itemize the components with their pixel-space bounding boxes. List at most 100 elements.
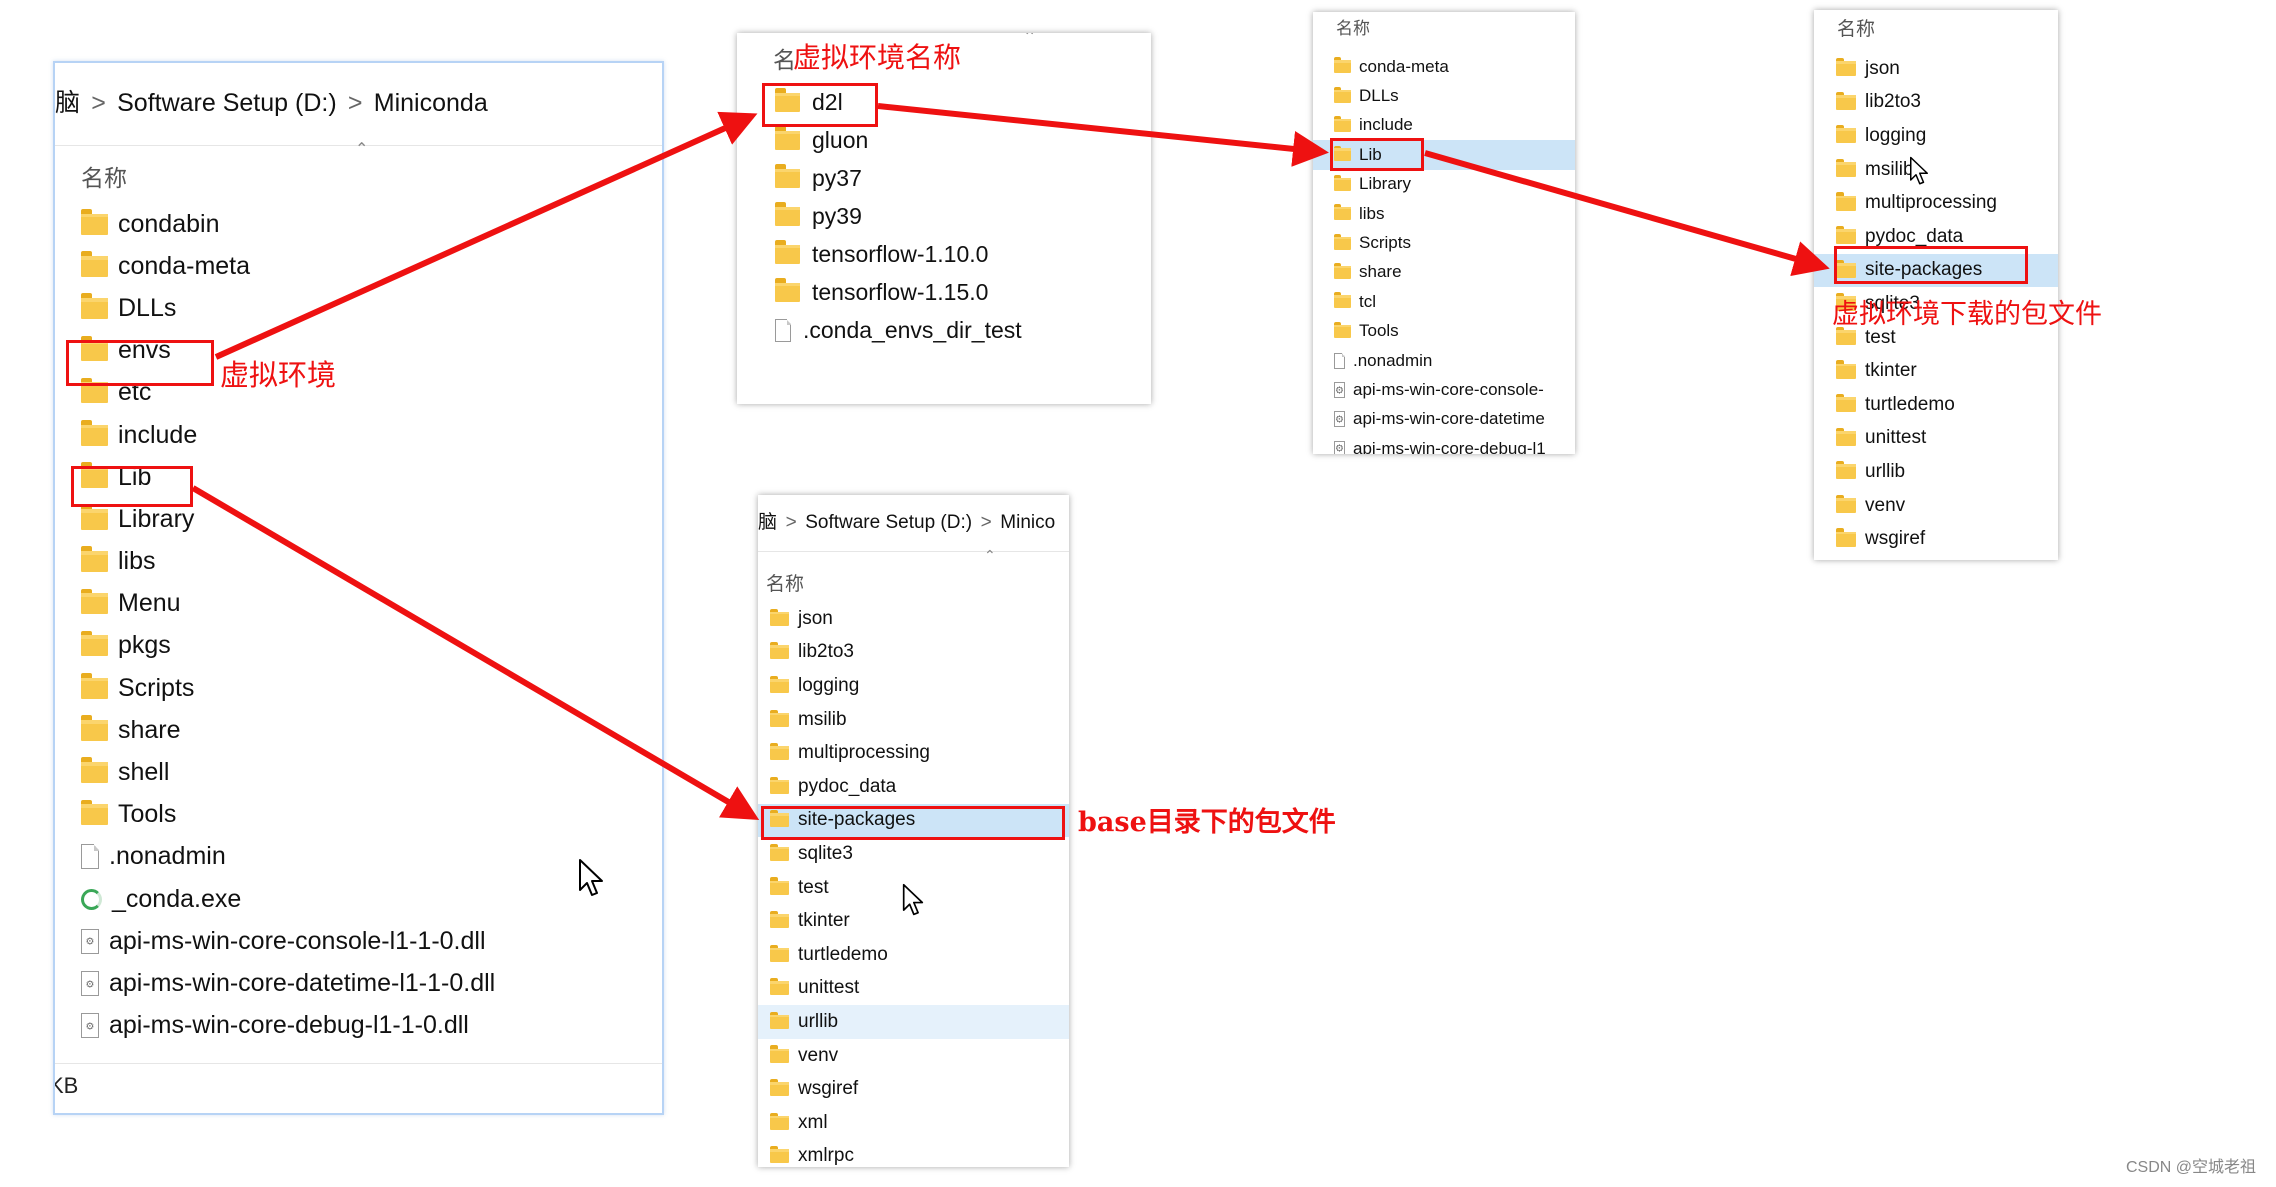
folder-icon (81, 251, 108, 277)
dll-icon (1334, 381, 1345, 398)
list-item-test[interactable]: test (1814, 321, 2058, 355)
list-item-tensorflow-1-10-0[interactable]: tensorflow-1.10.0 (737, 235, 1151, 273)
list-item-unittest[interactable]: unittest (758, 972, 1069, 1006)
list-item-pydoc-data[interactable]: pydoc_data (1814, 220, 2058, 254)
list-item-menu[interactable]: Menu (55, 583, 662, 625)
list-item-pydoc-data[interactable]: pydoc_data (758, 770, 1069, 804)
list-item-api-ms-win-core-datetime[interactable]: api-ms-win-core-datetime (1313, 405, 1575, 434)
list-item-xmlrpc[interactable]: xmlrpc (758, 1140, 1069, 1168)
list-item-conda-exe[interactable]: _conda.exe (55, 878, 662, 920)
list-item-tkinter[interactable]: tkinter (1814, 354, 2058, 388)
list-item-api-ms-win-core-console-l1-1-0-dll[interactable]: api-ms-win-core-console-l1-1-0.dll (55, 920, 662, 962)
list-item-conda-envs-dir-test[interactable]: .conda_envs_dir_test (737, 311, 1151, 349)
list-item-turtledemo[interactable]: turtledemo (1814, 388, 2058, 422)
list-item-shell[interactable]: shell (55, 751, 662, 793)
sort-caret-icon[interactable]: ⌃ (984, 547, 996, 563)
list-item-nonadmin[interactable]: .nonadmin (1313, 346, 1575, 375)
item-label: Scripts (118, 673, 195, 702)
list-item-venv[interactable]: venv (758, 1039, 1069, 1073)
list-item-api-ms-win-core-console[interactable]: api-ms-win-core-console- (1313, 375, 1575, 404)
list-item-lib2to3[interactable]: lib2to3 (758, 636, 1069, 670)
list-item-scripts[interactable]: Scripts (55, 667, 662, 709)
list-item-urllib[interactable]: urllib (758, 1005, 1069, 1039)
list-item-sqlite3[interactable]: sqlite3 (1814, 287, 2058, 321)
folder-icon (1334, 86, 1351, 103)
list-item-turtledemo[interactable]: turtledemo (758, 938, 1069, 972)
list-item-tkinter[interactable]: tkinter (758, 904, 1069, 938)
list-item-json[interactable]: json (1814, 52, 2058, 86)
list-item-library[interactable]: Library (55, 498, 662, 540)
list-item-py37[interactable]: py37 (737, 159, 1151, 197)
item-label: turtledemo (798, 943, 888, 965)
sort-caret-icon[interactable]: ⌃ (355, 141, 369, 158)
list-item-api-ms-win-core-debug-l1-1-0-dll[interactable]: api-ms-win-core-debug-l1-1-0.dll (55, 1005, 662, 1047)
list-item-wsgiref[interactable]: wsgiref (758, 1072, 1069, 1106)
list-item-tensorflow-1-15-0[interactable]: tensorflow-1.15.0 (737, 273, 1151, 311)
list-item-logging[interactable]: logging (1814, 119, 2058, 153)
folder-icon (770, 810, 789, 828)
list-item-tcl[interactable]: tcl (1313, 287, 1575, 316)
folder-icon (1836, 91, 1856, 110)
mouse-cursor-icon (579, 859, 603, 896)
breadcrumb-root[interactable]: 脑 (758, 512, 778, 533)
item-label: tkinter (1865, 360, 1917, 382)
list-item-wsgiref[interactable]: wsgiref (1814, 522, 2058, 556)
list-item-include[interactable]: include (55, 414, 662, 456)
list-item-api-ms-win-core-datetime-l1-1-0-dll[interactable]: api-ms-win-core-datetime-l1-1-0.dll (55, 962, 662, 1004)
list-item-venv[interactable]: venv (1814, 489, 2058, 523)
list-item-tools[interactable]: Tools (55, 794, 662, 836)
list-item-api-ms-win-core-debug-l1[interactable]: api-ms-win-core-debug-l1 (1313, 434, 1575, 454)
folder-icon (775, 164, 800, 188)
breadcrumb-folder[interactable]: Miniconda (373, 89, 488, 117)
list-item-libs[interactable]: libs (55, 541, 662, 583)
list-item-urllib[interactable]: urllib (1814, 455, 2058, 489)
list-item-library[interactable]: Library (1313, 170, 1575, 199)
list-item-d2l[interactable]: d2l (737, 83, 1151, 121)
column-header-name[interactable]: 名称 (766, 574, 805, 595)
list-item-conda-meta[interactable]: conda-meta (55, 245, 662, 287)
list-item-xml[interactable]: xml (758, 1106, 1069, 1140)
list-item-share[interactable]: share (55, 709, 662, 751)
column-header-name[interactable]: 名称 (1837, 19, 1876, 40)
list-item-dlls[interactable]: DLLs (55, 287, 662, 329)
list-item-tools[interactable]: Tools (1313, 317, 1575, 346)
item-label: test (798, 876, 829, 898)
list-item-logging[interactable]: logging (758, 669, 1069, 703)
list-item-nonadmin[interactable]: .nonadmin (55, 836, 662, 878)
list-item-libs[interactable]: libs (1313, 199, 1575, 228)
column-header-name[interactable]: 名称 (81, 165, 127, 191)
list-item-condabin[interactable]: condabin (55, 203, 662, 245)
list-item-lib[interactable]: Lib (1313, 140, 1575, 170)
list-item-multiprocessing[interactable]: multiprocessing (1814, 186, 2058, 220)
list-item-gluon[interactable]: gluon (737, 121, 1151, 159)
column-header-name[interactable]: 名 (773, 47, 796, 73)
list-item-scripts[interactable]: Scripts (1313, 228, 1575, 257)
column-header-name[interactable]: 名称 (1336, 19, 1370, 38)
list-item-py39[interactable]: py39 (737, 197, 1151, 235)
list-item-msilib[interactable]: msilib (1814, 153, 2058, 187)
list-item-site-packages[interactable]: site-packages (758, 803, 1069, 838)
list-item-share[interactable]: share (1313, 258, 1575, 287)
list-item-lib2to3[interactable]: lib2to3 (1814, 86, 2058, 120)
list-item-test[interactable]: test (758, 871, 1069, 905)
list-item-include[interactable]: include (1313, 111, 1575, 140)
list-item-dlls[interactable]: DLLs (1313, 81, 1575, 110)
item-label: pydoc_data (798, 775, 897, 797)
list-item-unittest[interactable]: unittest (1814, 422, 2058, 456)
list-item-msilib[interactable]: msilib (758, 703, 1069, 737)
breadcrumb-drive[interactable]: Software Setup (D:) (117, 89, 337, 117)
list-item-pkgs[interactable]: pkgs (55, 625, 662, 667)
list-item-conda-meta[interactable]: conda-meta (1313, 52, 1575, 81)
sort-caret-icon[interactable]: ⌃ (1023, 33, 1037, 46)
list-item-multiprocessing[interactable]: multiprocessing (758, 736, 1069, 770)
item-label: include (118, 420, 198, 449)
breadcrumb-folder[interactable]: Minico (1000, 512, 1056, 533)
dll-icon (81, 970, 99, 996)
list-item-sqlite3[interactable]: sqlite3 (758, 837, 1069, 871)
breadcrumb[interactable]: 脑>Software Setup (D:)>Minico (758, 512, 1056, 533)
breadcrumb[interactable]: 脑>Software Setup (D:)>Miniconda (55, 89, 488, 117)
breadcrumb-drive[interactable]: Software Setup (D:) (805, 512, 973, 533)
list-item-json[interactable]: json (758, 602, 1069, 636)
folder-icon (1836, 461, 1856, 480)
breadcrumb-root[interactable]: 脑 (55, 89, 81, 117)
